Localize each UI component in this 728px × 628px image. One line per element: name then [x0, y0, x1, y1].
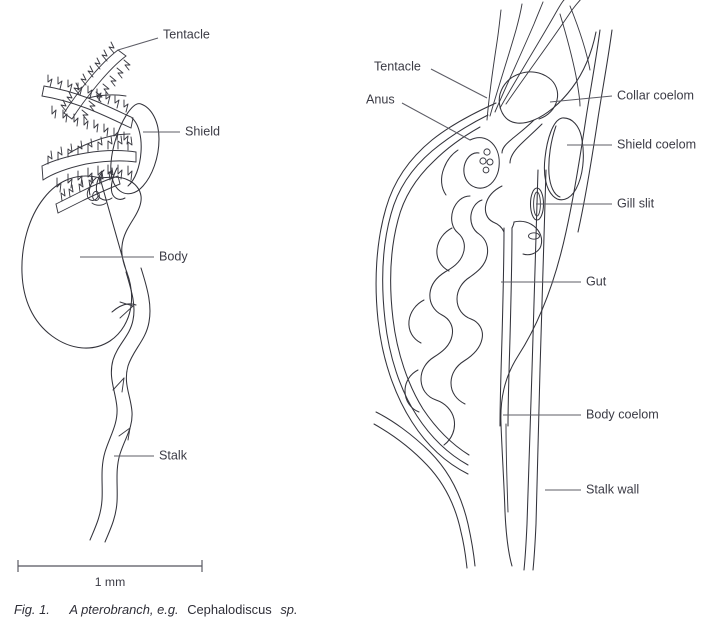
- annotation-layer: Tentacle Shield Body Stalk Tentacle Anus…: [80, 27, 696, 496]
- label-body: Body: [80, 249, 188, 263]
- svg-text:Fig. 1. A pterobranch, e: Fig. 1. A pterobranch, e.g. Cephalodiscu…: [14, 602, 298, 617]
- caption-text-2: sp.: [280, 602, 297, 617]
- label-text-gut: Gut: [586, 274, 607, 288]
- label-text-stalk: Stalk: [159, 448, 188, 462]
- oral-region: [91, 190, 107, 206]
- label-text-body: Body: [159, 249, 188, 263]
- label-text-body-coelom: Body coelom: [586, 407, 659, 421]
- label-body-coelom: Body coelom: [503, 407, 659, 421]
- panel-whole-animal: [21, 41, 160, 543]
- label-text-gill-slit: Gill slit: [617, 196, 655, 210]
- label-text-anus: Anus: [366, 92, 395, 106]
- label-shield-coelom: Shield coelom: [567, 137, 696, 151]
- gut: [404, 185, 543, 446]
- stalk: [89, 267, 151, 543]
- label-collar-coelom: Collar coelom: [549, 88, 694, 103]
- caption-number: Fig. 1.: [14, 602, 50, 617]
- body-sac: [21, 175, 142, 349]
- panel-sagittal-section: [373, 0, 613, 571]
- label-text-tentacle-right: Tentacle: [374, 59, 421, 73]
- caption-genus: Cephalodiscus: [187, 602, 272, 617]
- tentacle-crown: [41, 41, 137, 214]
- label-text-shield: Shield: [185, 124, 220, 138]
- anus-structure: [441, 137, 500, 196]
- body-wall: [373, 29, 613, 569]
- label-text-shield-coelom: Shield coelom: [617, 137, 696, 151]
- shield-coelom: [543, 117, 584, 201]
- label-gut: Gut: [501, 274, 607, 288]
- label-text-collar-coelom: Collar coelom: [617, 88, 694, 102]
- shield: [86, 103, 160, 201]
- figure-caption: Fig. 1. A pterobranch, e.g. Cephalodiscu…: [14, 602, 298, 617]
- caption-text-1: A pterobranch, e.g.: [68, 602, 178, 617]
- label-tentacle-left: Tentacle: [117, 27, 210, 51]
- body-coelom: [505, 423, 509, 513]
- collar-region: [498, 31, 597, 164]
- label-tentacle-right: Tentacle: [374, 59, 488, 99]
- label-gill-slit: Gill slit: [536, 196, 655, 210]
- tentacles-section: [486, 0, 591, 121]
- label-stalk: Stalk: [114, 448, 188, 462]
- label-shield: Shield: [143, 124, 220, 138]
- scale-bar-label: 1 mm: [95, 575, 125, 589]
- stalk-wall: [523, 169, 547, 571]
- label-text-tentacle-left: Tentacle: [163, 27, 210, 41]
- label-anus: Anus: [366, 92, 471, 141]
- label-stalk-wall: Stalk wall: [545, 482, 639, 496]
- label-text-stalk-wall: Stalk wall: [586, 482, 639, 496]
- scale-bar: 1 mm: [17, 560, 203, 589]
